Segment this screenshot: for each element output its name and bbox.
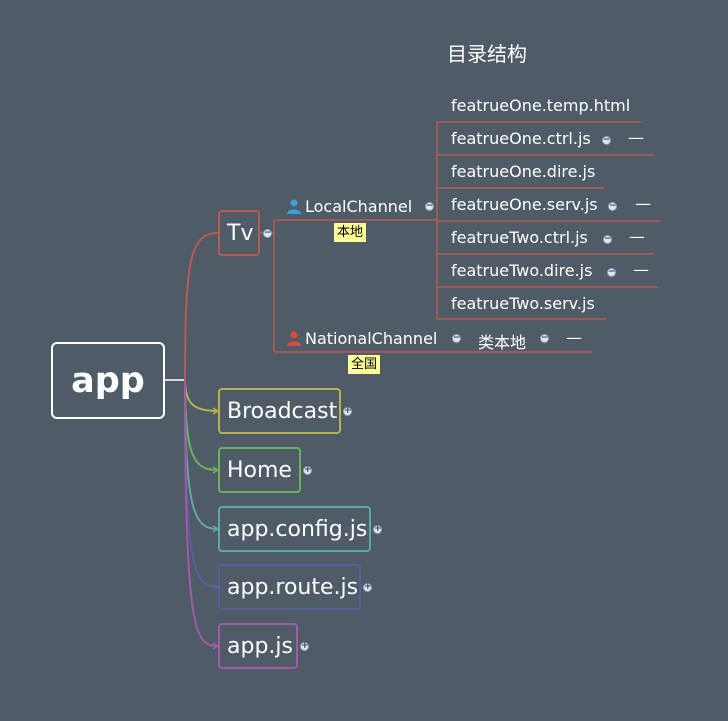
collapse-toggle-file[interactable]: − [602,135,611,145]
collapse-toggle-file[interactable]: − [608,201,617,211]
person-red-icon [287,331,301,346]
file-node[interactable]: featrueOne.dire.js [451,162,596,181]
branch-node-app-config[interactable]: app.config.js [218,506,371,552]
file-node[interactable]: featrueOne.serv.js [451,195,598,214]
node-national-channel[interactable]: NationalChannel [287,329,437,348]
national-channel-label: NationalChannel [305,329,438,348]
file-node[interactable]: featrueOne.temp.html [451,96,631,115]
local-channel-label: LocalChannel [305,197,413,216]
expand-toggle-broadcast[interactable]: + [343,406,352,416]
collapsed-dash: — [635,194,651,213]
label-tag-local: 本地 [334,223,367,242]
collapse-toggle-lei-bendi[interactable]: − [540,333,549,343]
collapse-toggle-national-channel[interactable]: − [452,333,461,343]
branch-node-broadcast[interactable]: Broadcast [218,388,341,434]
collapse-toggle-tv[interactable]: − [263,228,272,238]
person-blue-icon [287,199,301,214]
collapse-toggle-file[interactable]: − [607,267,616,277]
collapsed-dash: — [629,227,645,246]
collapsed-dash: — [628,128,644,147]
label-tag-national: 全国 [348,355,381,374]
expand-toggle-home[interactable]: + [303,465,312,475]
collapsed-dash: — [566,328,582,347]
collapsed-dash: — [633,260,649,279]
expand-toggle-app-js[interactable]: + [300,641,309,651]
expand-toggle-app-config[interactable]: + [373,524,382,534]
collapse-toggle-file[interactable]: − [603,234,612,244]
file-node[interactable]: featrueOne.ctrl.js [451,129,591,148]
branch-node-tv[interactable]: Tv [218,210,260,256]
collapse-toggle-local-channel[interactable]: − [425,201,434,211]
file-node[interactable]: featrueTwo.serv.js [451,294,595,313]
root-node-app[interactable]: app [51,342,165,419]
node-local-channel[interactable]: LocalChannel [287,197,412,216]
branch-node-home[interactable]: Home [218,447,301,493]
expand-toggle-app-route[interactable]: + [363,582,372,592]
branch-node-app-js[interactable]: app.js [218,623,298,669]
branch-node-app-route[interactable]: app.route.js [218,564,361,610]
file-node[interactable]: featrueTwo.ctrl.js [451,228,588,247]
page-title: 目录结构 [447,42,527,66]
node-lei-bendi[interactable]: 类本地 [478,333,527,352]
file-node[interactable]: featrueTwo.dire.js [451,261,593,280]
